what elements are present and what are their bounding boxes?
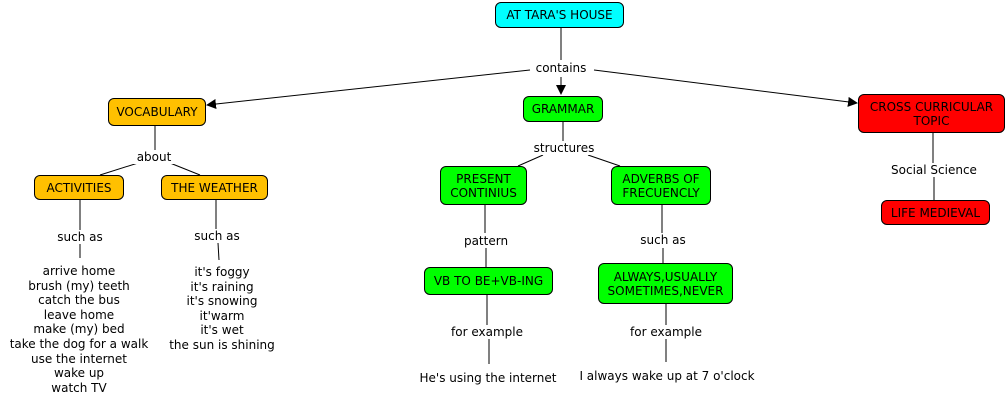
node-always-usually-sometimes-never[interactable]: ALWAYS,USUALLY SOMETIMES,NEVER [598,263,733,304]
node-vocabulary[interactable]: VOCABULARY [108,98,206,126]
node-activities[interactable]: ACTIVITIES [34,175,124,200]
node-the-weather[interactable]: THE WEATHER [161,175,268,200]
list-item: it's raining [190,279,254,294]
list-item: use the internet [30,351,127,366]
node-grammar[interactable]: GRAMMAR [523,96,603,122]
weather-list: it's foggy it's raining it's snowing it'… [160,265,284,353]
link-label-social-science: Social Science [886,163,982,177]
arrow-to-cross-curricular [593,69,858,107]
node-present-continius[interactable]: PRESENT CONTINIUS [440,166,527,205]
link-label-such-as-adverbs: such as [636,233,690,247]
node-adverbs-of-frecuencly[interactable]: ADVERBS OF FRECUENCLY [611,166,711,205]
node-life-medieval[interactable]: LIFE MEDIEVAL [881,200,990,225]
list-item: make (my) bed [33,322,125,337]
link-label-for-example-adv: for example [627,325,705,339]
link-label-contains: contains [531,61,591,75]
link-label-pattern: pattern [460,234,512,248]
line-about-weather [169,162,201,176]
activities-list: arrive home brush (my) teeth catch the b… [4,264,154,395]
line-structures-present [517,154,544,167]
line-structures-adverbs [587,154,621,167]
list-item: wake up [53,366,105,381]
link-label-about: about [131,150,177,164]
node-cross-curricular-topic[interactable]: CROSS CURRICULAR TOPIC [858,94,1005,133]
arrow-to-vocabulary [206,69,531,110]
list-item: it's snowing [186,294,258,309]
list-item: catch the bus [38,293,120,308]
example-adverbs: I always wake up at 7 o'clock [570,369,764,383]
example-present-continuous: He's using the internet [412,371,564,385]
list-item: it'warm [199,308,245,323]
node-at-taras-house[interactable]: AT TARA'S HOUSE [495,2,624,28]
list-item: brush (my) teeth [28,278,130,293]
list-item: it's foggy [194,265,250,279]
list-item: watch TV [51,380,107,395]
link-label-for-example-pc: for example [448,325,526,339]
link-label-such-as-activities: such as [53,230,107,244]
line-about-activities [99,162,139,176]
list-item: it's wet [200,323,244,338]
list-item: leave home [43,307,115,322]
line-suchas-list-weather [217,242,220,261]
link-label-structures: structures [528,141,600,155]
list-item: take the dog for a walk [9,336,149,351]
link-label-such-as-weather: such as [190,229,244,243]
list-item: arrive home [42,264,116,278]
node-vb-to-be-vb-ing[interactable]: VB TO BE+VB-ING [424,267,553,295]
list-item: the sun is shining [169,337,275,352]
